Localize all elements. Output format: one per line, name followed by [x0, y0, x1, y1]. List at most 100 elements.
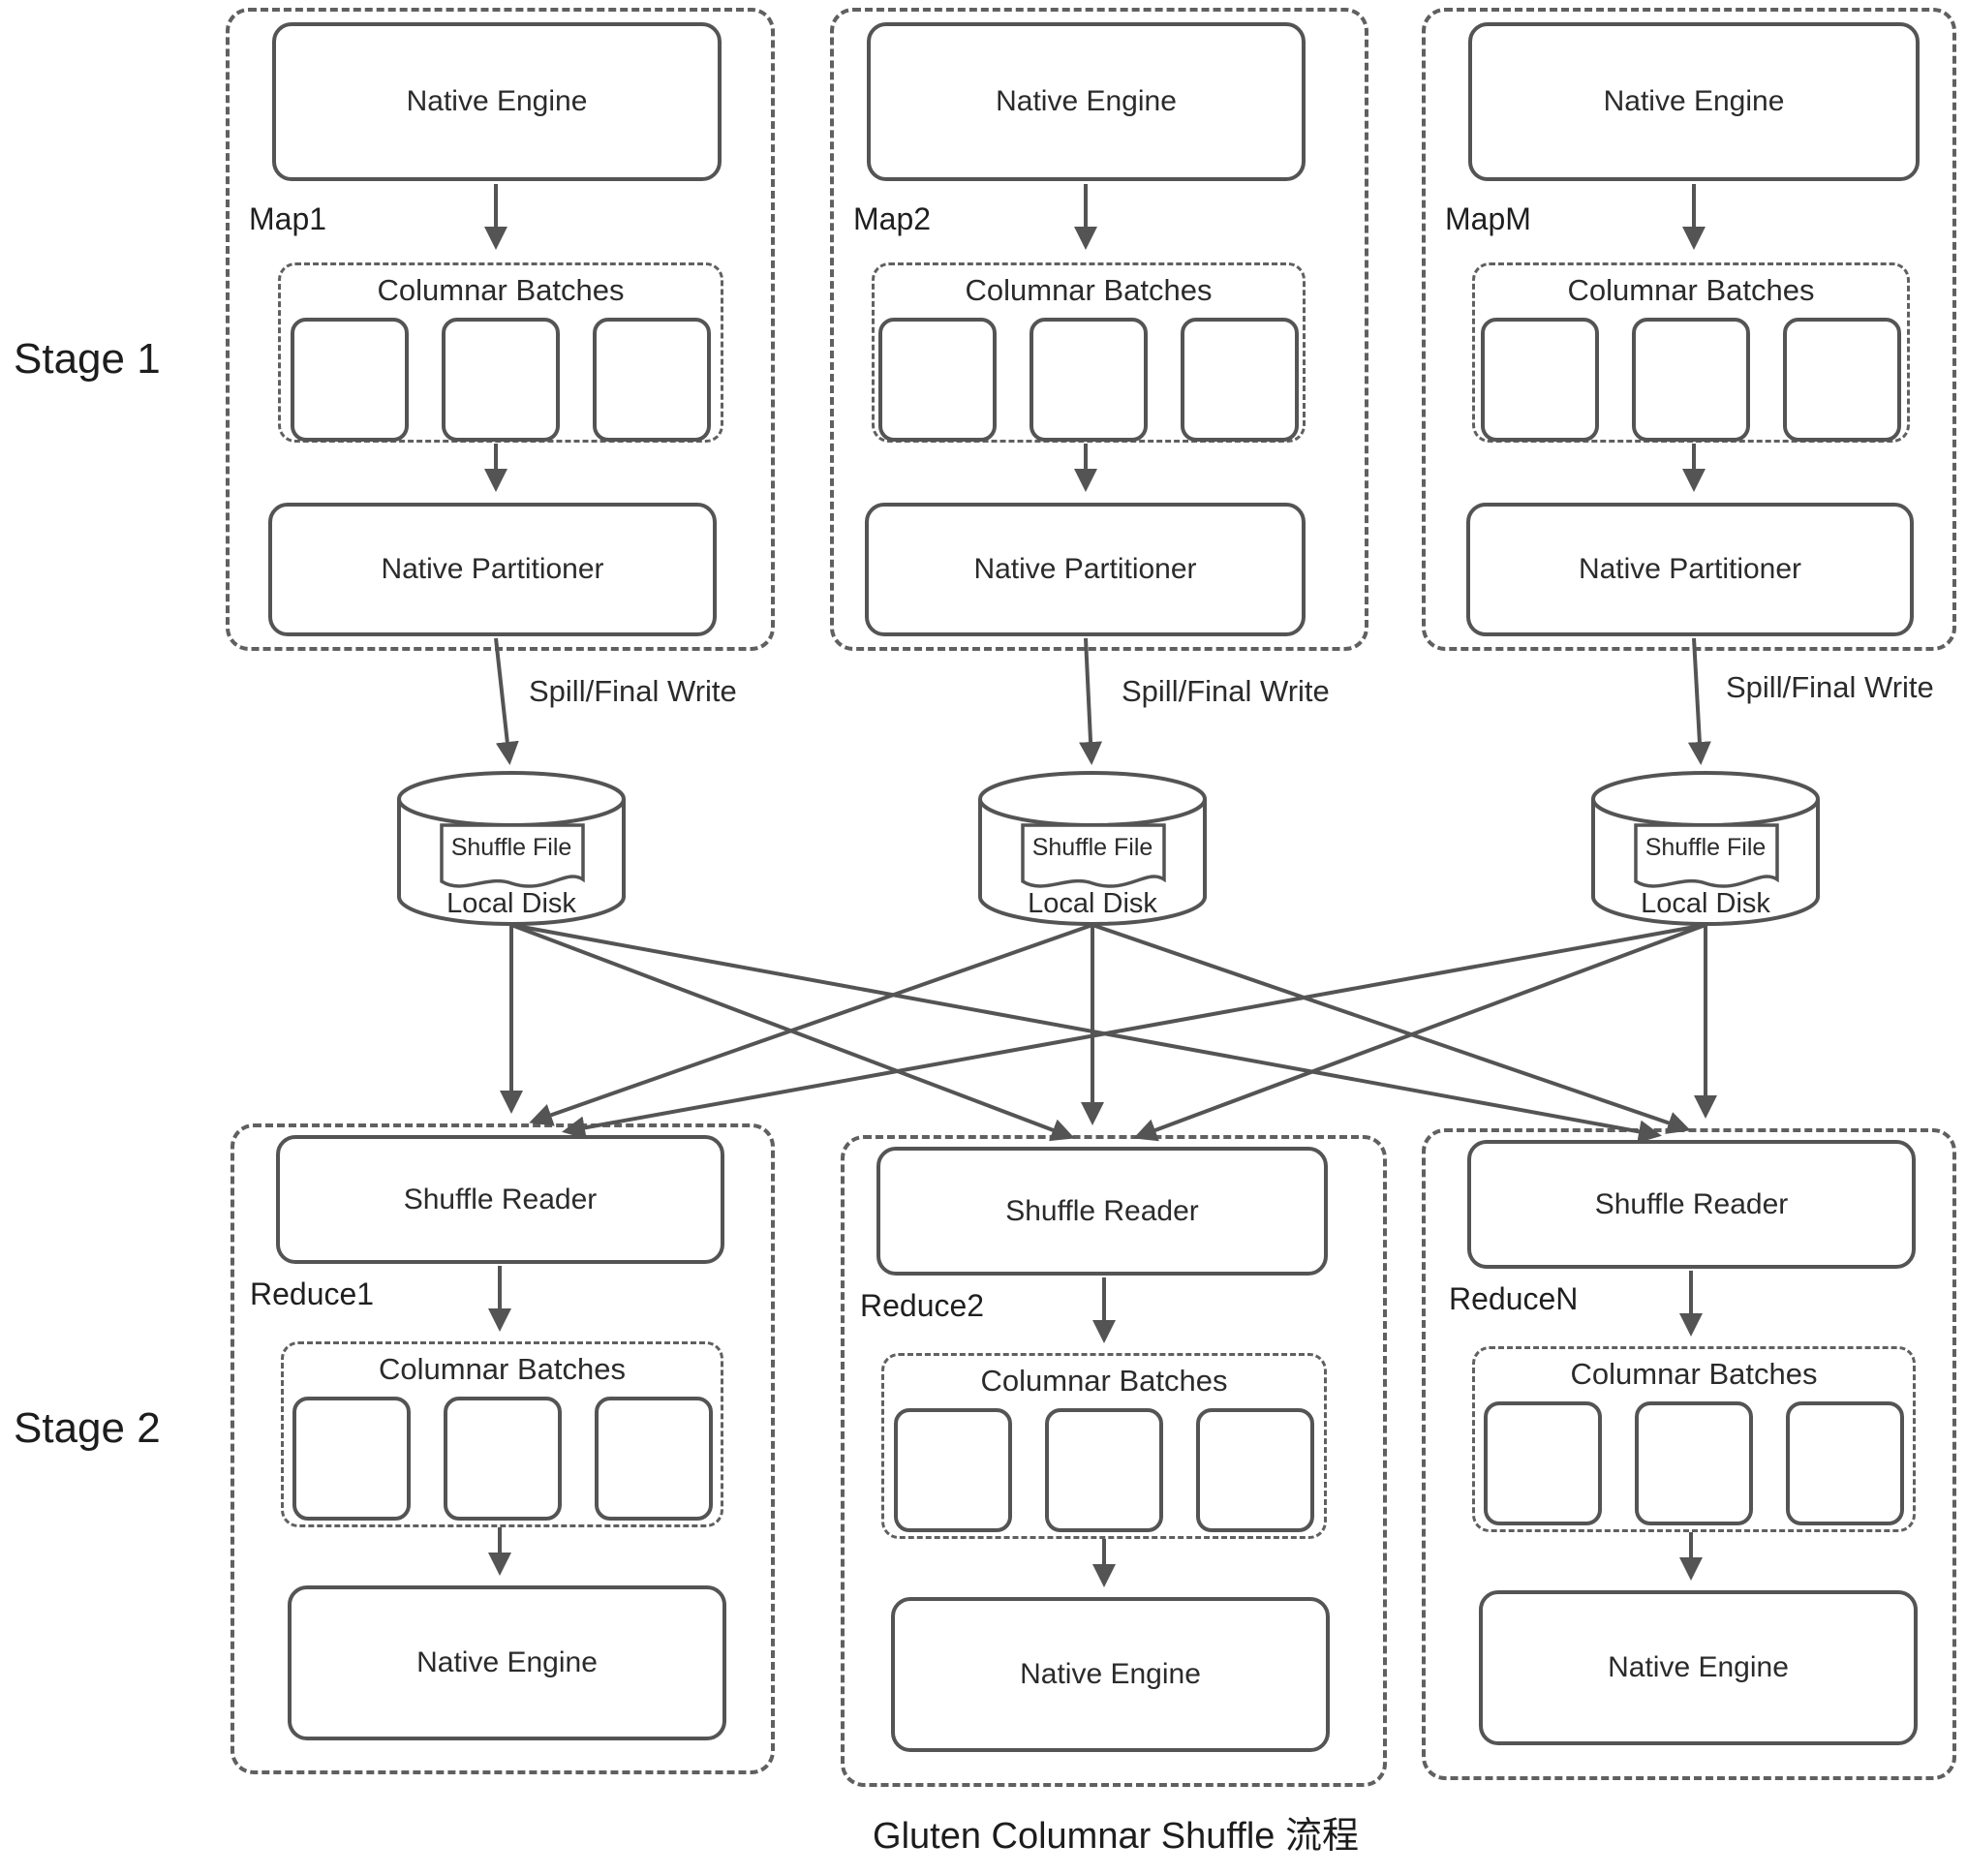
local-disk-label: Local Disk [1028, 888, 1157, 919]
reduce-group-3-label: ReduceN [1449, 1281, 1579, 1316]
stage2-label: Stage 2 [14, 1404, 161, 1452]
columnar-batch-box [1635, 1401, 1753, 1525]
cylinder-top [978, 771, 1207, 827]
native-partitioner-label: Native Partitioner [1578, 553, 1802, 585]
native-engine-label: Native Engine [1020, 1658, 1201, 1690]
local-disk-cylinder-3: Shuffle File Local Disk [1589, 770, 1822, 930]
columnar-batches-title: Columnar Batches [1567, 273, 1815, 307]
spill-final-write-label-1: Spill/Final Write [529, 674, 737, 708]
columnar-batch-box [1786, 1401, 1904, 1525]
columnar-batch-box [1484, 1401, 1602, 1525]
batch-row [878, 318, 1299, 442]
reduce-group-2-label: Reduce2 [860, 1288, 985, 1323]
columnar-batch-box [1045, 1408, 1163, 1532]
diagram-title: Gluten Columnar Shuffle 流程 [873, 1816, 1359, 1857]
columnar-batches-title: Columnar Batches [965, 273, 1213, 307]
map-group-3 [1422, 8, 1956, 651]
batch-row [894, 1408, 1314, 1532]
cylinder-shape [978, 771, 1207, 926]
columnar-batches-title: Columnar Batches [980, 1364, 1228, 1398]
native-engine-box-reduce1: Native Engine [288, 1585, 726, 1740]
arrow-disk1-to-reduceN [510, 923, 1662, 1144]
native-engine-box-mapM: Native Engine [1468, 22, 1920, 181]
columnar-batch-box [1783, 318, 1901, 442]
batch-row [1481, 318, 1901, 442]
columnar-batches-map1: Columnar Batches [278, 262, 723, 443]
shuffle-file-label: Shuffle File [1644, 834, 1767, 861]
native-partitioner-label: Native Partitioner [973, 553, 1197, 585]
native-engine-label: Native Engine [1603, 85, 1785, 117]
columnar-batch-box [291, 318, 409, 442]
cylinder-top [397, 771, 626, 827]
native-engine-label: Native Engine [996, 85, 1177, 117]
arrow-spill-write-1 [494, 637, 519, 765]
native-partitioner-box-map1: Native Partitioner [268, 503, 717, 636]
native-engine-label: Native Engine [1608, 1651, 1789, 1683]
native-engine-label: Native Engine [416, 1646, 598, 1678]
columnar-batch-box [442, 318, 560, 442]
shuffle-file-icon [1634, 823, 1779, 888]
columnar-batch-box [1481, 318, 1599, 442]
columnar-batch-box [1632, 318, 1750, 442]
shuffle-reader-label: Shuffle Reader [403, 1183, 598, 1215]
stage1-label: Stage 1 [14, 335, 161, 383]
shuffle-reader-box-reduceN: Shuffle Reader [1467, 1140, 1916, 1269]
columnar-batch-box [1196, 1408, 1314, 1532]
shuffle-file-label: Shuffle File [1031, 834, 1153, 861]
columnar-batches-title: Columnar Batches [378, 1352, 626, 1386]
columnar-batch-box [1030, 318, 1148, 442]
arrow-spill-write-2 [1079, 637, 1103, 765]
shuffle-reader-label: Shuffle Reader [1594, 1187, 1789, 1220]
columnar-batches-reduce2: Columnar Batches [881, 1353, 1327, 1539]
spill-final-write-label-2: Spill/Final Write [1122, 674, 1330, 708]
arrow-disk1-to-reduce2 [510, 923, 1075, 1142]
native-partitioner-box-mapM: Native Partitioner [1466, 503, 1914, 636]
native-engine-label: Native Engine [406, 85, 588, 117]
shuffle-reader-box-reduce1: Shuffle Reader [276, 1135, 724, 1264]
columnar-batches-reduceN: Columnar Batches [1472, 1346, 1916, 1532]
map-group-3-label: MapM [1445, 201, 1531, 236]
columnar-batch-box [594, 1397, 713, 1521]
map-group-2-label: Map2 [853, 201, 932, 236]
local-disk-label: Local Disk [446, 888, 576, 919]
columnar-batch-box [593, 318, 711, 442]
local-disk-cylinder-2: Shuffle File Local Disk [976, 770, 1209, 930]
map-group-1-label: Map1 [249, 201, 327, 236]
shuffle-reader-label: Shuffle Reader [1005, 1194, 1199, 1227]
arrow-disk3-to-reduce1 [562, 923, 1706, 1140]
native-engine-box-reduce2: Native Engine [891, 1597, 1330, 1752]
arrow-disk2-to-reduce1 [529, 923, 1093, 1126]
arrow-disk2-to-reduceN [1091, 923, 1691, 1134]
shuffle-file-icon [1021, 823, 1166, 888]
columnar-batches-mapM: Columnar Batches [1472, 262, 1910, 443]
local-disk-cylinder-1: Shuffle File Local Disk [395, 770, 628, 930]
columnar-batch-box [894, 1408, 1012, 1532]
reduce-group-1-label: Reduce1 [250, 1276, 375, 1311]
native-partitioner-box-map2: Native Partitioner [865, 503, 1306, 636]
batch-row [291, 318, 711, 442]
native-engine-box-map1: Native Engine [272, 22, 722, 181]
reduce-group-1 [231, 1123, 775, 1774]
arrow-disk3-to-reduce2 [1133, 923, 1706, 1142]
arrow-spill-write-3 [1687, 637, 1711, 765]
columnar-batch-box [292, 1397, 411, 1521]
batch-row [1484, 1401, 1904, 1525]
columnar-batch-box [443, 1397, 562, 1521]
columnar-batch-box [1181, 318, 1299, 442]
cylinder-top [1591, 771, 1820, 827]
columnar-batches-reduce1: Columnar Batches [281, 1341, 723, 1527]
spill-final-write-label-3: Spill/Final Write [1726, 670, 1934, 704]
batch-row [292, 1397, 713, 1521]
shuffle-file-label: Shuffle File [450, 834, 572, 861]
native-engine-box-map2: Native Engine [867, 22, 1306, 181]
native-partitioner-label: Native Partitioner [381, 553, 604, 585]
shuffle-file-icon [440, 823, 585, 888]
shuffle-reader-box-reduce2: Shuffle Reader [876, 1147, 1328, 1276]
columnar-batches-map2: Columnar Batches [872, 262, 1306, 443]
columnar-batches-title: Columnar Batches [1570, 1357, 1818, 1391]
map-group-2 [830, 8, 1368, 651]
columnar-batches-title: Columnar Batches [377, 273, 625, 307]
local-disk-label: Local Disk [1641, 888, 1770, 919]
reduce-group-2 [841, 1135, 1387, 1787]
